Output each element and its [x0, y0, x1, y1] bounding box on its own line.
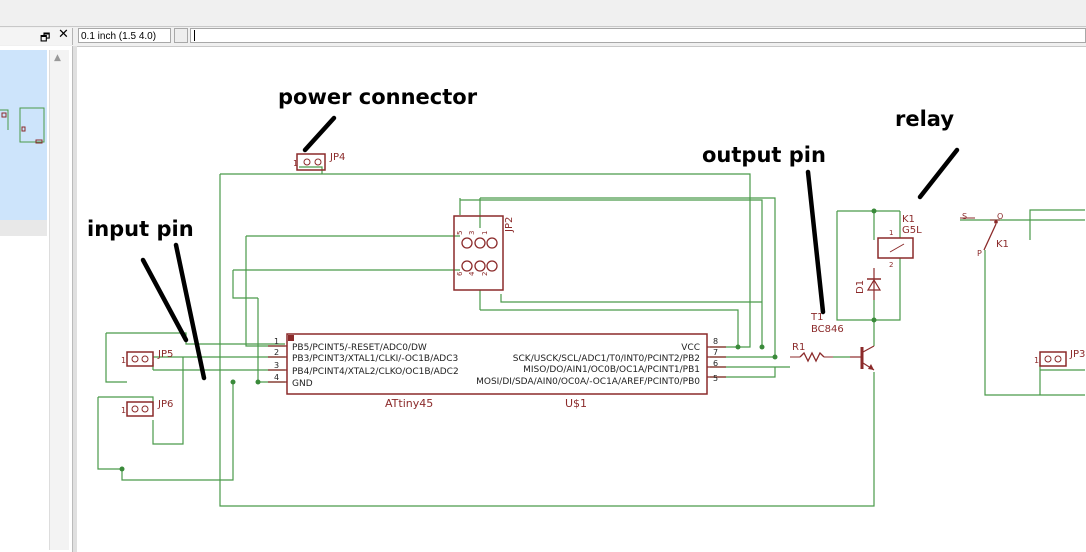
pin-label: 1 [1034, 356, 1039, 365]
k1-switch-label: K1 [996, 239, 1009, 250]
text-cursor [194, 30, 195, 41]
sheet-preview[interactable] [0, 50, 47, 220]
annotation-power-connector: power connector [278, 85, 478, 109]
part-k1-switch[interactable]: S O P K1 [960, 212, 1009, 258]
ic-pin-name: VCC [681, 343, 700, 353]
ic-pin-number: 8 [713, 337, 718, 346]
grid-size-field[interactable]: 0.1 inch (1.5 4.0) [78, 28, 171, 43]
annotation-input-pin: input pin [87, 217, 194, 241]
jp3-label: JP3 [1069, 349, 1085, 360]
preview-thumbnail-icon [0, 107, 45, 144]
k1-value-label: G5L [902, 225, 922, 236]
pin-label: S [962, 212, 967, 221]
scroll-up-icon[interactable]: ▲ [54, 53, 61, 63]
t1-value-label: BC846 [811, 324, 844, 335]
annotation-output-pin: output pin [702, 143, 826, 167]
part-jp3[interactable]: 1 JP3 [1034, 349, 1085, 367]
ic-pin-number: 6 [713, 359, 718, 368]
junctions [119, 208, 877, 472]
ic-pin-name: SCK/USCK/SCL/ADC1/T0/INT0/PCINT2/PB2 [513, 354, 700, 364]
part-k1-coil[interactable]: K1 G5L 1 2 [877, 214, 922, 269]
jp5-label: JP5 [157, 349, 173, 360]
k1-label: K1 [902, 214, 915, 225]
annotation-labels: power connector input pin output pin rel… [87, 85, 954, 241]
preview-footer [0, 220, 47, 236]
ic-pin-name: PB3/PCINT3/XTAL1/CLKI/-OC1B/ADC3 [292, 354, 458, 364]
pin-label: 1 [889, 229, 893, 237]
jp2-label: JP2 [504, 217, 515, 233]
part-jp5[interactable]: 1 JP5 [121, 349, 173, 367]
jp2-pin-number: 3 [468, 231, 476, 235]
pin-label: 1 [121, 356, 126, 365]
pin-label: 1 [121, 406, 126, 415]
panel-scrollbar[interactable]: ▲ [49, 50, 69, 550]
jp4-label: JP4 [329, 152, 345, 163]
ic-pin-name: PB4/PCINT4/XTAL2/CLKO/OC1B/ADC2 [292, 367, 459, 377]
pin-label: 1 [293, 159, 298, 168]
pin-label: O [997, 212, 1003, 221]
restore-icon[interactable]: 🗗 [40, 31, 51, 44]
pin-label: 2 [889, 261, 893, 269]
panel-header: 🗗 ✕ [0, 27, 73, 45]
ic-pin-name: GND [292, 379, 313, 389]
jp2-pin-number: 6 [456, 271, 464, 276]
jp2-pin-number: 2 [481, 272, 489, 276]
ic-pin-name: PB5/PCINT5/-RESET/ADC0/DW [292, 343, 427, 353]
annotation-arrows [140, 115, 960, 381]
jp2-pin-number: 5 [456, 231, 464, 235]
ic-value-label: ATtiny45 [385, 397, 433, 410]
grid-dropdown-button[interactable] [174, 28, 188, 43]
ic-pin-number: 7 [713, 348, 718, 357]
title-bar [0, 0, 1086, 27]
ic-pin-number: 5 [713, 374, 718, 383]
jp2-pin-number: 1 [481, 231, 489, 235]
d1-label: D1 [855, 280, 866, 294]
ic-name-label: U$1 [565, 397, 587, 410]
panel-splitter[interactable] [72, 46, 77, 552]
close-icon[interactable]: ✕ [58, 27, 69, 42]
ic-pin-number: 2 [274, 348, 279, 357]
part-attiny45[interactable]: PB5/PCINT5/-RESET/ADC0/DW PB3/PCINT3/XTA… [268, 333, 726, 410]
wire-net [97, 166, 1085, 507]
pin-label: P [977, 249, 982, 258]
jp6-label: JP6 [157, 399, 173, 410]
ic-pin-number: 3 [274, 361, 279, 370]
t1-label: T1 [810, 312, 823, 323]
ic-pin-name: MOSI/DI/SDA/AIN0/OC0A/-OC1A/AREF/PCINT0/… [476, 377, 700, 387]
part-t1[interactable]: T1 BC846 [810, 312, 875, 371]
part-r1[interactable]: R1 [790, 342, 833, 363]
ic-pin-number: 1 [274, 337, 279, 346]
part-d1[interactable]: D1 [855, 268, 882, 300]
ic-pin-name: MISO/DO/AIN1/OC0B/OC1A/PCINT1/PB1 [523, 365, 700, 375]
part-jp4[interactable]: 1 JP4 [293, 152, 345, 171]
jp2-pin-number: 4 [468, 271, 476, 276]
ic-pin-number: 4 [274, 373, 279, 382]
part-jp6[interactable]: 1 JP6 [121, 399, 173, 417]
r1-label: R1 [792, 342, 805, 353]
part-jp2[interactable]: JP2 [453, 215, 515, 291]
annotation-relay: relay [895, 107, 954, 131]
